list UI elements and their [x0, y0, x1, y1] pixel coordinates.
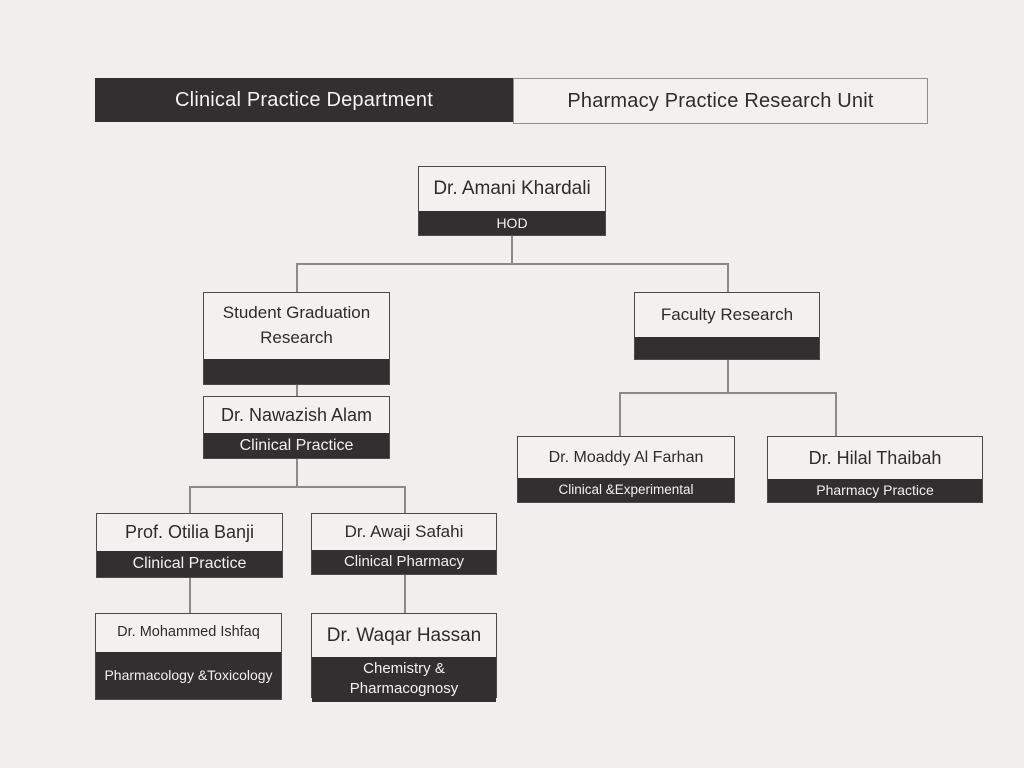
connector-sgr-nawazish [296, 385, 298, 396]
connector-mid-horizontal [189, 486, 406, 488]
node-student-graduation-research: Student Graduation Research [203, 292, 390, 385]
node-nawazish-role: Clinical Practice [204, 433, 389, 458]
connector-to-hilal [835, 392, 837, 436]
connector-awaji-waqar [404, 575, 406, 613]
node-hod: Dr. Amani Khardali HOD [418, 166, 606, 236]
node-hilal-role: Pharmacy Practice [768, 479, 982, 502]
header-research-unit-label: Pharmacy Practice Research Unit [567, 89, 874, 112]
connector-right-horizontal [619, 392, 837, 394]
node-nawazish-name: Dr. Nawazish Alam [204, 397, 389, 433]
node-otilia-name: Prof. Otilia Banji [97, 514, 282, 551]
node-moaddy-role: Clinical &Experimental [518, 478, 734, 502]
connector-to-moaddy [619, 392, 621, 436]
node-moaddy-al-farhan: Dr. Moaddy Al Farhan Clinical &Experimen… [517, 436, 735, 503]
node-sgr-name: Student Graduation Research [204, 293, 389, 359]
connector-otilia-ishfaq [189, 578, 191, 613]
node-awaji-role: Clinical Pharmacy [312, 550, 496, 574]
node-awaji-name: Dr. Awaji Safahi [312, 514, 496, 550]
connector-faculty-down [727, 360, 729, 393]
node-awaji-safahi: Dr. Awaji Safahi Clinical Pharmacy [311, 513, 497, 575]
header-department-label: Clinical Practice Department [175, 88, 433, 111]
node-hod-role: HOD [419, 211, 605, 235]
node-waqar-role: Chemistry & Pharmacognosy [312, 657, 496, 702]
node-waqar-hassan: Dr. Waqar Hassan Chemistry & Pharmacogno… [311, 613, 497, 702]
node-hilal-thaibah: Dr. Hilal Thaibah Pharmacy Practice [767, 436, 983, 503]
node-hod-name: Dr. Amani Khardali [419, 167, 605, 211]
connector-hod-down [511, 235, 513, 265]
node-faculty-research: Faculty Research [634, 292, 820, 360]
node-ishfaq-role: Pharmacology &Toxicology [96, 652, 281, 699]
connector-to-sgr [296, 263, 298, 292]
connector-to-faculty [727, 263, 729, 292]
connector-to-awaji [404, 486, 406, 513]
node-sgr-role [204, 359, 389, 384]
header-department-title: Clinical Practice Department [95, 78, 513, 122]
header-research-unit-title: Pharmacy Practice Research Unit [513, 78, 928, 124]
node-waqar-name: Dr. Waqar Hassan [312, 614, 496, 657]
node-hilal-name: Dr. Hilal Thaibah [768, 437, 982, 479]
node-faculty-role [635, 337, 819, 359]
node-faculty-name: Faculty Research [635, 293, 819, 337]
node-otilia-role: Clinical Practice [97, 551, 282, 577]
connector-top-horizontal [296, 263, 729, 265]
node-ishfaq-name: Dr. Mohammed Ishfaq [96, 614, 281, 652]
node-nawazish-alam: Dr. Nawazish Alam Clinical Practice [203, 396, 390, 459]
node-mohammed-ishfaq: Dr. Mohammed Ishfaq Pharmacology &Toxico… [95, 613, 282, 700]
node-otilia-banji: Prof. Otilia Banji Clinical Practice [96, 513, 283, 578]
connector-nawazish-down [296, 459, 298, 487]
connector-to-otilia [189, 486, 191, 513]
node-moaddy-name: Dr. Moaddy Al Farhan [518, 437, 734, 478]
